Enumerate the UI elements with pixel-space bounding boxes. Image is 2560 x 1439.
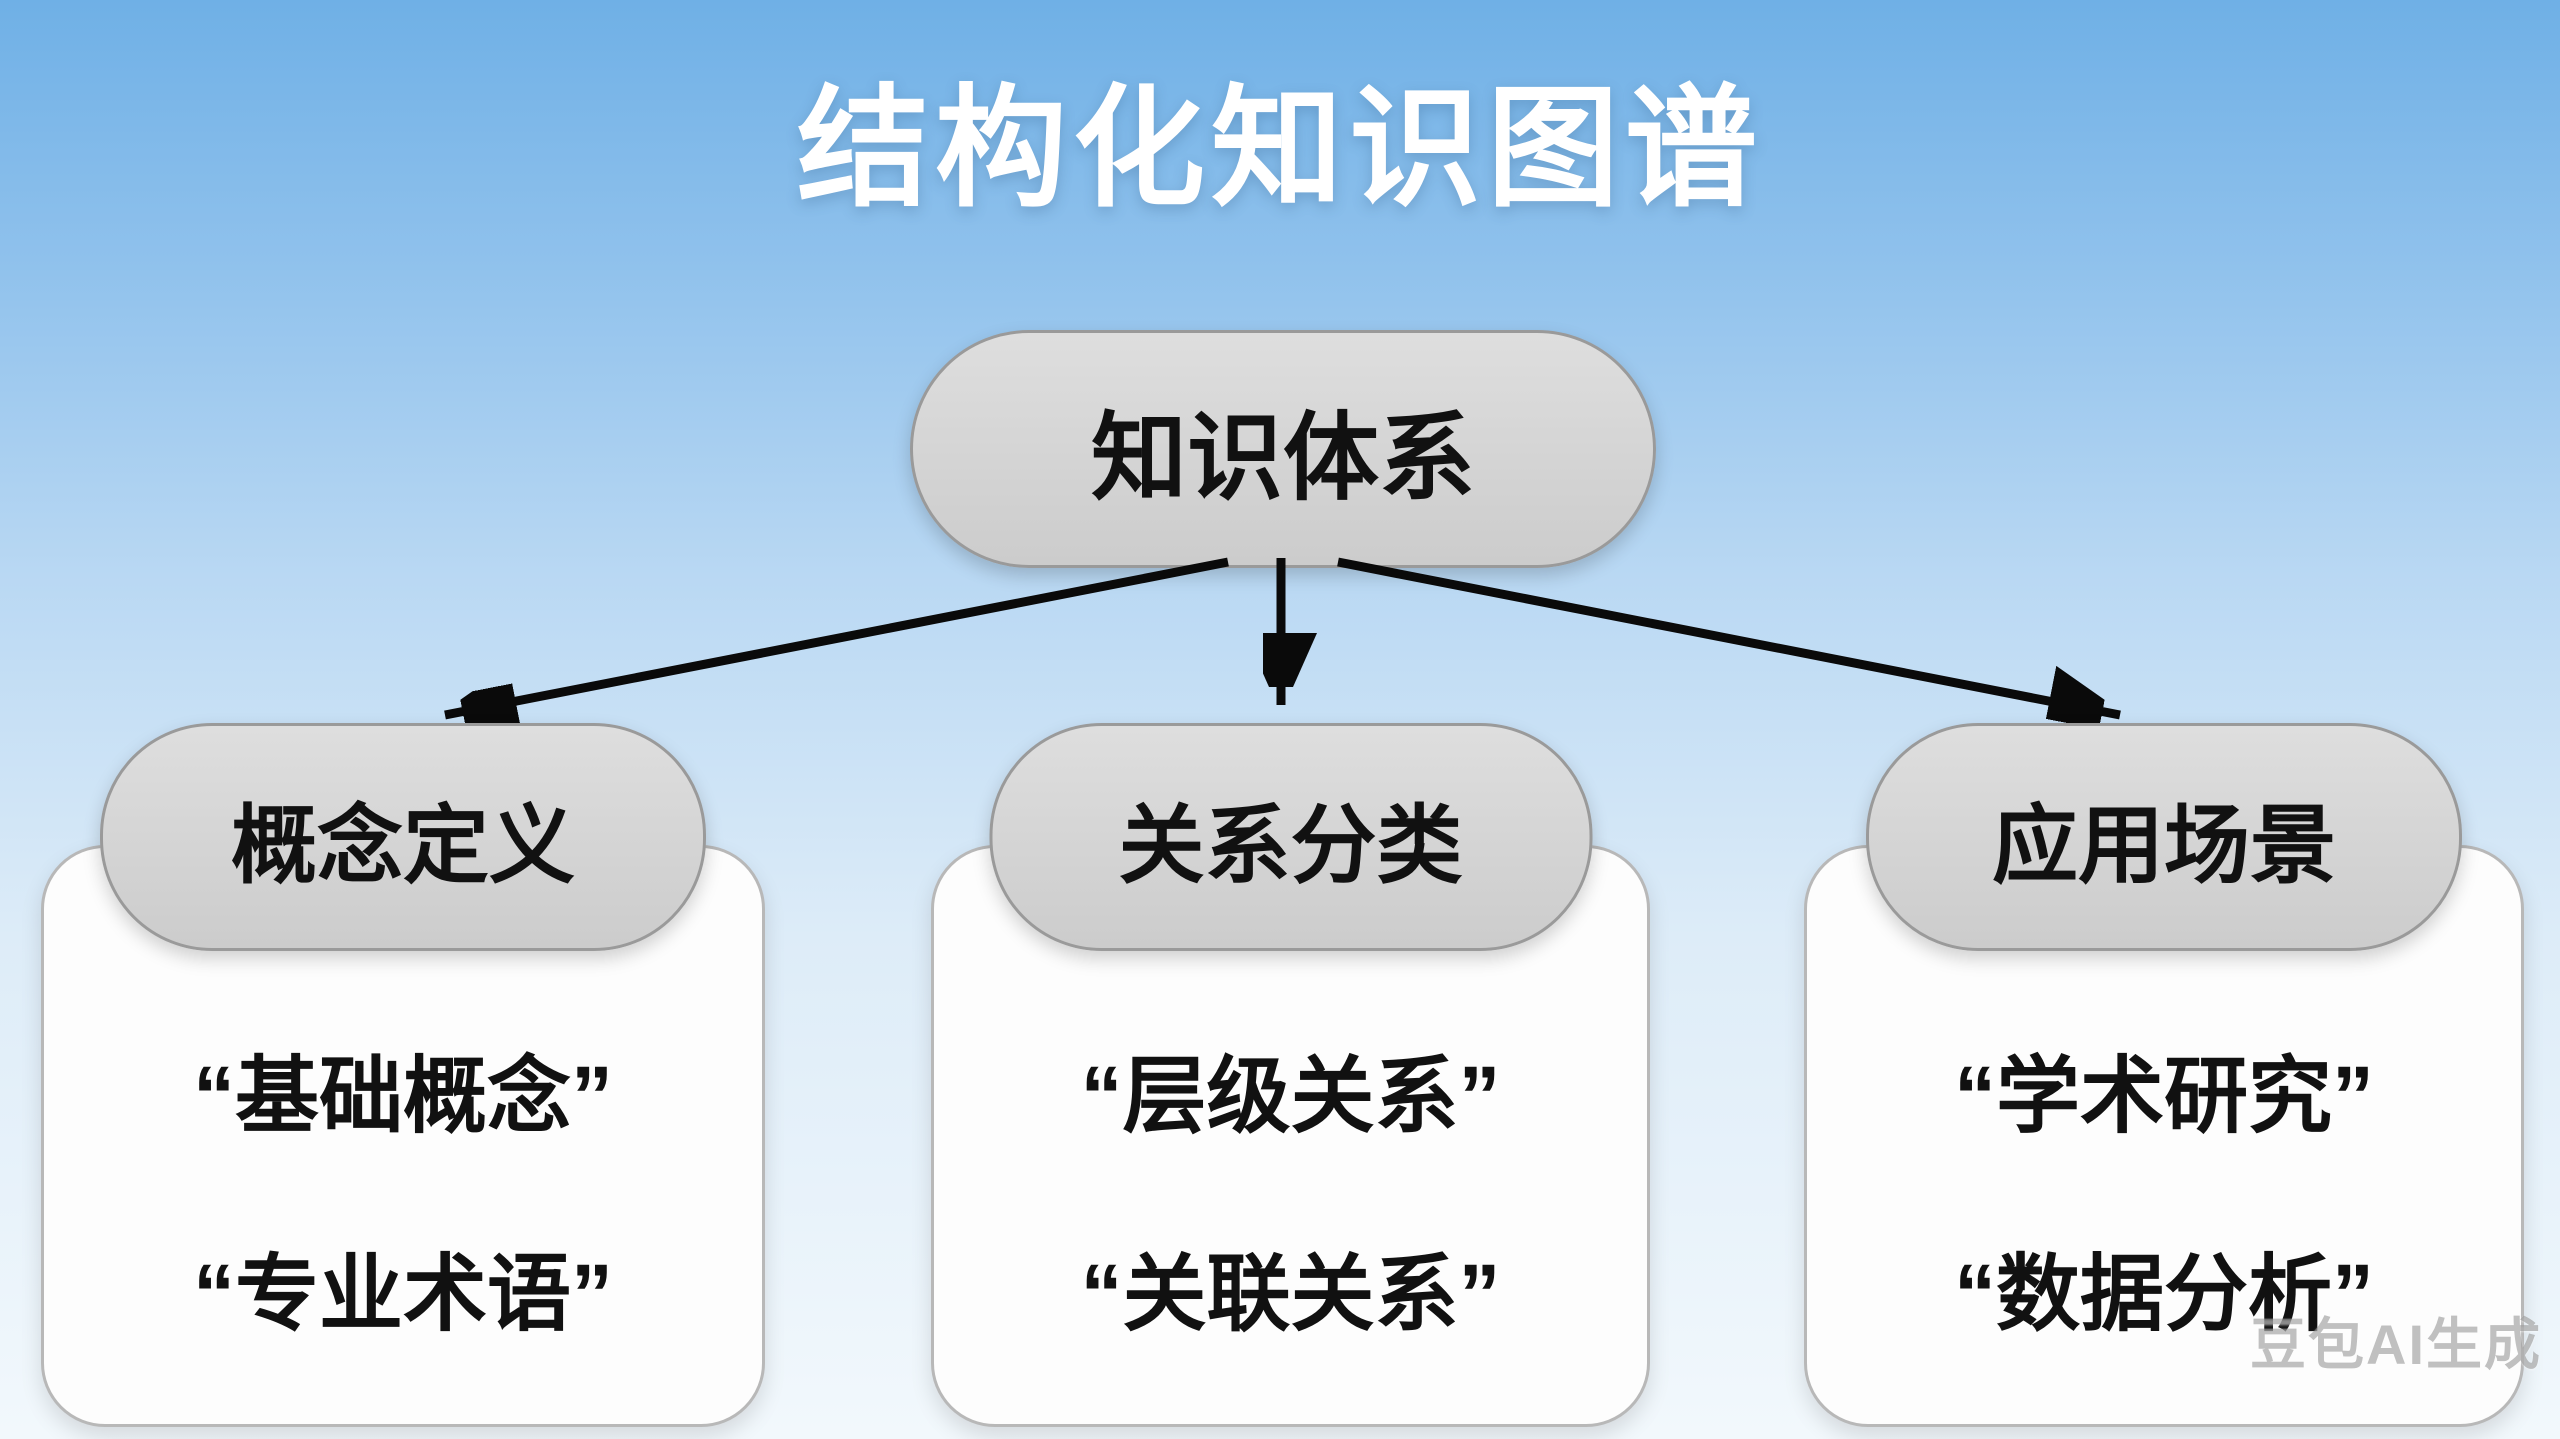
branch-item: “学术研究” (1953, 1049, 2374, 1144)
root-node: 知识体系 (910, 330, 1656, 568)
diagram-title: 结构化知识图谱 (797, 75, 1763, 222)
branch-header-label: 应用场景 (1992, 797, 2336, 894)
branch-application-scenarios: “学术研究” “数据分析” 应用场景 (1804, 723, 2524, 1433)
branch-relation-classification: “层级关系” “关联关系” 关系分类 (931, 723, 1650, 1433)
branch-item: “数据分析” (1953, 1246, 2374, 1341)
ai-watermark: 豆包AI生成 (2250, 1313, 2542, 1376)
branch-concept-definition: “基础概念” “专业术语” 概念定义 (41, 723, 765, 1433)
branch-item: “层级关系” (1080, 1049, 1501, 1144)
branch-header: 关系分类 (989, 723, 1592, 951)
branch-item: “关联关系” (1080, 1246, 1501, 1341)
arrow-root-to-right (1337, 557, 2121, 715)
branch-header: 应用场景 (1866, 723, 2462, 951)
branch-header-label: 概念定义 (231, 797, 575, 894)
root-node-label: 知识体系 (1091, 404, 1475, 512)
branch-header-label: 关系分类 (1118, 797, 1463, 894)
arrow-root-to-left (444, 557, 1229, 715)
branch-item: “基础概念” (192, 1049, 613, 1144)
branch-header: 概念定义 (100, 723, 706, 951)
branch-item: “专业术语” (192, 1246, 613, 1341)
